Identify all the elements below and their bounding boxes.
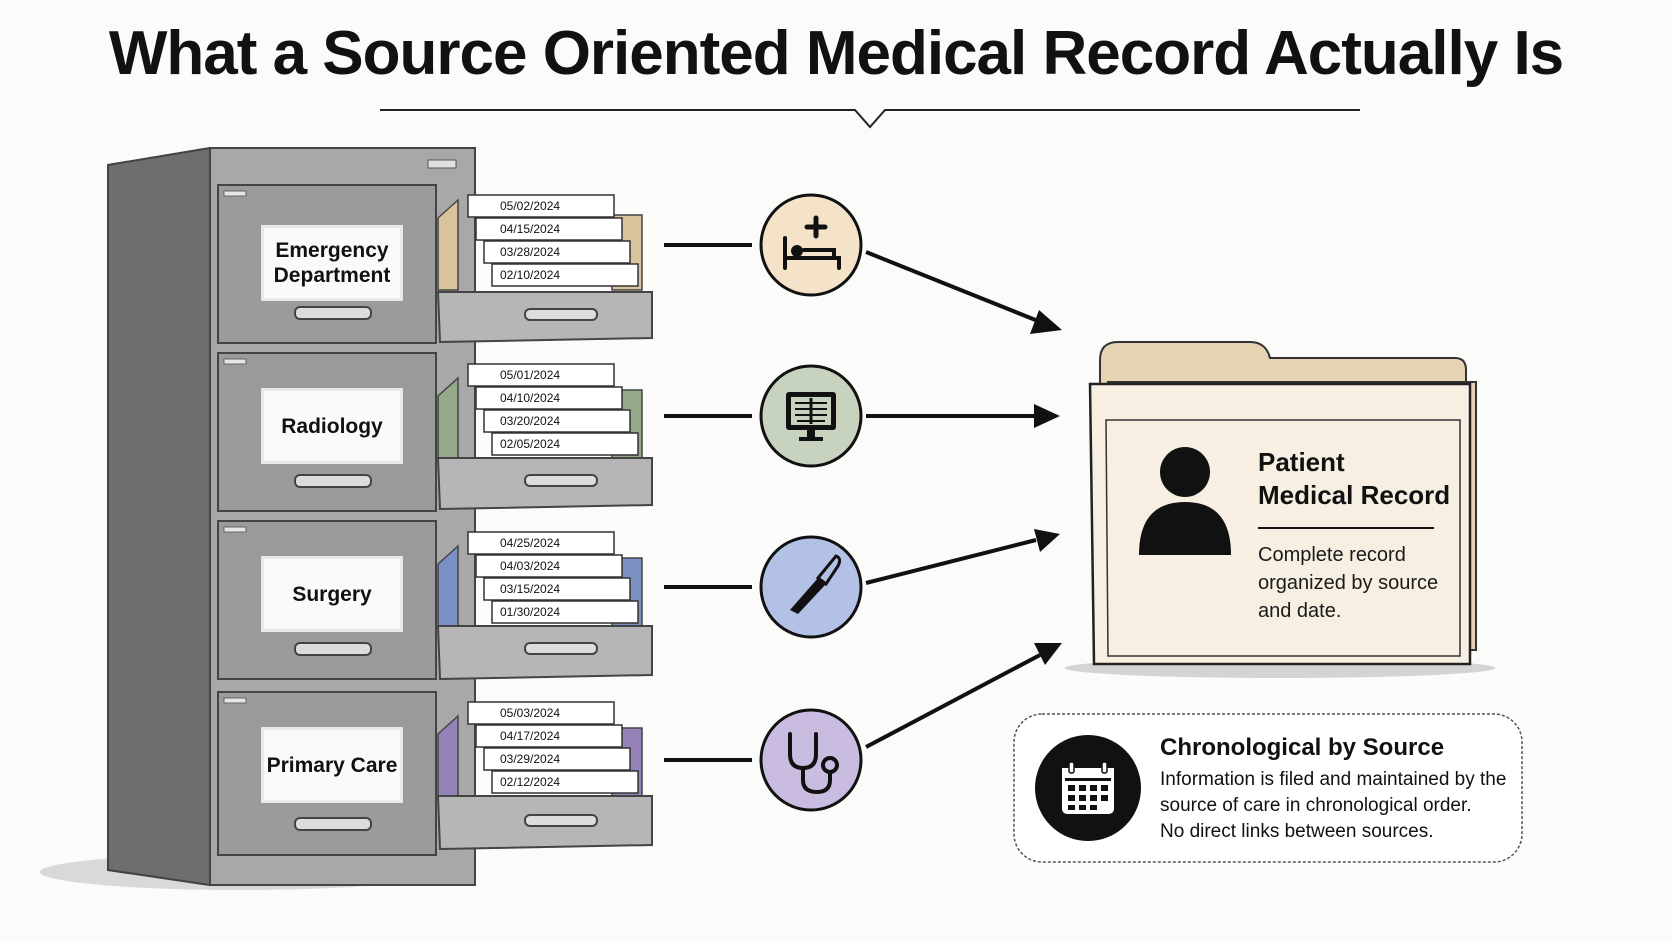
page-title: What a Source Oriented Medical Record Ac…	[108, 19, 1564, 88]
record-desc-line: organized by source	[1258, 572, 1439, 594]
arrow-2	[866, 404, 1060, 428]
record-date: 04/03/2024	[500, 559, 561, 573]
record-date: 02/10/2024	[500, 268, 561, 282]
record-date: 03/29/2024	[500, 752, 561, 766]
record-title-line: Medical Record	[1258, 480, 1451, 510]
arrow-3	[865, 529, 1060, 585]
arrow-4	[865, 643, 1062, 749]
record-date: 05/02/2024	[500, 199, 561, 213]
record-title-line: Patient	[1258, 447, 1345, 477]
record-date: 05/03/2024	[500, 706, 561, 720]
note-line: source of care in chronological order.	[1160, 795, 1472, 816]
record-desc-line: Complete record	[1258, 544, 1406, 566]
record-desc-line: and date.	[1258, 600, 1342, 622]
open-drawer-2	[436, 363, 653, 511]
note-line: No direct links between sources.	[1160, 821, 1434, 842]
open-drawer-1	[436, 194, 653, 344]
calendar-icon	[1035, 735, 1141, 841]
record-date: 02/12/2024	[500, 775, 561, 789]
arrow-1	[865, 250, 1062, 334]
drawer-label-line: Radiology	[281, 414, 383, 438]
record-date: 01/30/2024	[500, 605, 561, 619]
drawer-folder-back-1	[437, 198, 459, 291]
title-underline	[380, 109, 1360, 129]
record-date: 03/15/2024	[500, 582, 561, 596]
record-date: 04/17/2024	[500, 729, 561, 743]
drawer-label-line: Department	[273, 264, 391, 287]
stethoscope-icon	[788, 732, 839, 795]
drawer-label-line: Primary Care	[266, 753, 398, 777]
record-title: Patient Medical Record	[1258, 446, 1450, 512]
x-ray-monitor-icon	[786, 392, 836, 441]
note-line: Information is filed and maintained by t…	[1160, 769, 1507, 790]
drawer-label-line: Emergency	[275, 239, 389, 262]
drawer-label-line: Surgery	[292, 582, 372, 606]
record-date: 04/10/2024	[500, 391, 561, 405]
open-drawer-4	[436, 701, 653, 851]
source-circle-1	[759, 193, 863, 297]
scalpel-icon	[790, 554, 842, 614]
record-date: 03/28/2024	[500, 245, 561, 259]
person-icon	[1139, 447, 1231, 555]
note-text: Information is filed and maintained by t…	[1160, 767, 1520, 845]
drawer-label-radiology: Radiology	[259, 386, 405, 466]
record-date: 03/20/2024	[500, 414, 561, 428]
record-description: Complete record organized by source and …	[1258, 541, 1468, 625]
hospital-bed-icon	[783, 215, 841, 270]
drawer-label-primary-care: Primary Care	[259, 725, 405, 805]
record-date: 04/15/2024	[500, 222, 561, 236]
record-date: 02/05/2024	[500, 437, 561, 451]
drawer-label-surgery: Surgery	[259, 554, 405, 634]
record-date: 05/01/2024	[500, 368, 561, 382]
open-drawer-3	[436, 531, 653, 681]
note-box	[1013, 713, 1523, 863]
source-circle-4	[759, 708, 863, 812]
record-date: 04/25/2024	[500, 536, 561, 550]
note-title: Chronological by Source	[1160, 734, 1445, 761]
